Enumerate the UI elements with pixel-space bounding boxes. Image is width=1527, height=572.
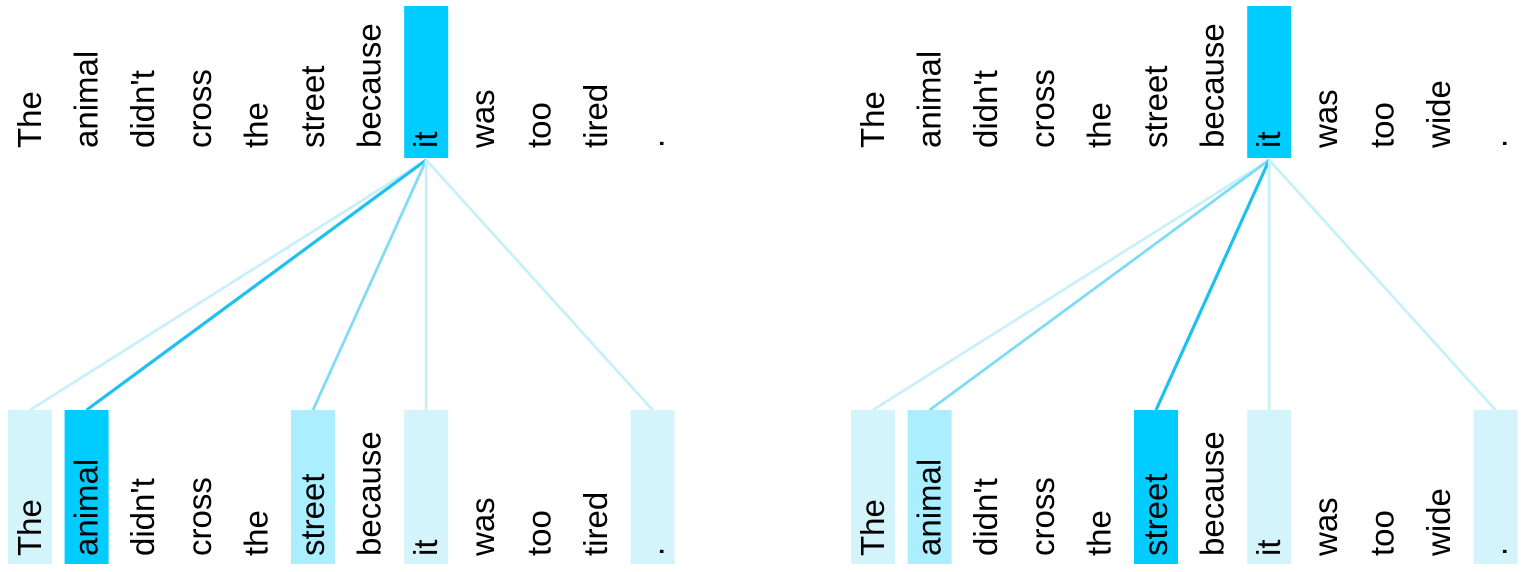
- bottom-token-8: was: [464, 497, 501, 557]
- attention-line-11: [1268, 159, 1497, 411]
- attention-line-1: [928, 158, 1271, 412]
- top-token-3: cross: [1024, 69, 1061, 148]
- top-token-4: the: [1080, 102, 1117, 148]
- attention-weight-box-7: [404, 410, 449, 564]
- top-token-5: street: [294, 65, 331, 148]
- bottom-token-1: animal: [911, 459, 948, 556]
- top-token-4: the: [237, 102, 274, 148]
- attention-weight-box-11: [630, 410, 675, 564]
- bottom-token-2: didn't: [967, 478, 1004, 556]
- top-token-8: was: [1307, 89, 1344, 149]
- bottom-token-11: .: [634, 547, 671, 556]
- bottom-token-3: cross: [1024, 477, 1061, 556]
- bottom-token-10: wide: [1420, 488, 1457, 557]
- top-token-3: cross: [181, 69, 218, 148]
- top-token-10: wide: [1420, 80, 1457, 149]
- bottom-token-0: The: [11, 499, 48, 556]
- attention-panel-wide: The animal didn't cross the street because it wa…: [843, 0, 1527, 572]
- top-token-0: The: [11, 91, 48, 148]
- attention-weight-box-11: [1473, 410, 1518, 564]
- bottom-token-9: too: [520, 510, 557, 556]
- top-token-8: was: [464, 89, 501, 149]
- attention-line-11: [425, 159, 654, 411]
- query-token-highlight: [404, 6, 449, 158]
- bottom-token-5: street: [294, 473, 331, 556]
- attention-weight-box-1: [64, 410, 109, 564]
- top-token-1: animal: [911, 51, 948, 148]
- top-token-0: The: [854, 91, 891, 148]
- bottom-token-4: the: [1080, 510, 1117, 556]
- bottom-token-5: street: [1137, 473, 1174, 556]
- attention-line-0: [872, 158, 1270, 412]
- top-token-2: didn't: [967, 70, 1004, 148]
- attention-weight-box-1: [907, 410, 952, 564]
- attention-line-0: [29, 158, 427, 412]
- attention-weight-box-7: [1247, 410, 1292, 564]
- bottom-token-9: too: [1363, 510, 1400, 556]
- attention-weight-box-0: [8, 410, 52, 564]
- attention-line-5: [1154, 159, 1271, 411]
- attention-weight-box-5: [291, 410, 335, 564]
- top-token-9: too: [520, 102, 557, 148]
- bottom-token-1: animal: [68, 459, 105, 556]
- attention-line-1: [85, 158, 428, 412]
- top-token-11: .: [634, 139, 671, 148]
- bottom-token-0: The: [854, 499, 891, 556]
- top-token-6: because: [1194, 23, 1231, 148]
- bottom-token-7: it: [1250, 540, 1287, 557]
- bottom-token-4: the: [237, 510, 274, 556]
- attention-panel-tired: The animal didn't cross the street because it wa…: [0, 0, 700, 572]
- attention-diagram-tired: The animal didn't cross the street because it wa…: [8, 6, 675, 564]
- attention-diagram-wide: The animal didn't cross the street because it wa…: [851, 6, 1518, 564]
- bottom-token-2: didn't: [124, 478, 161, 556]
- bottom-token-6: because: [351, 431, 388, 556]
- attention-weight-box-0: [851, 410, 895, 564]
- top-token-11: .: [1477, 139, 1514, 148]
- attention-weight-box-5: [1134, 410, 1178, 564]
- top-token-10: tired: [577, 84, 614, 148]
- bottom-token-6: because: [1194, 431, 1231, 556]
- top-token-9: too: [1363, 102, 1400, 148]
- bottom-token-10: tired: [577, 492, 614, 556]
- top-token-7: it: [1250, 132, 1287, 149]
- bottom-token-8: was: [1307, 497, 1344, 557]
- bottom-token-11: .: [1477, 547, 1514, 556]
- bottom-token-3: cross: [181, 477, 218, 556]
- top-token-7: it: [407, 132, 444, 149]
- bottom-token-7: it: [407, 540, 444, 557]
- top-token-5: street: [1137, 65, 1174, 148]
- top-token-1: animal: [68, 51, 105, 148]
- query-token-highlight: [1247, 6, 1292, 158]
- top-token-6: because: [351, 23, 388, 148]
- top-token-2: didn't: [124, 70, 161, 148]
- attention-line-5: [311, 159, 428, 411]
